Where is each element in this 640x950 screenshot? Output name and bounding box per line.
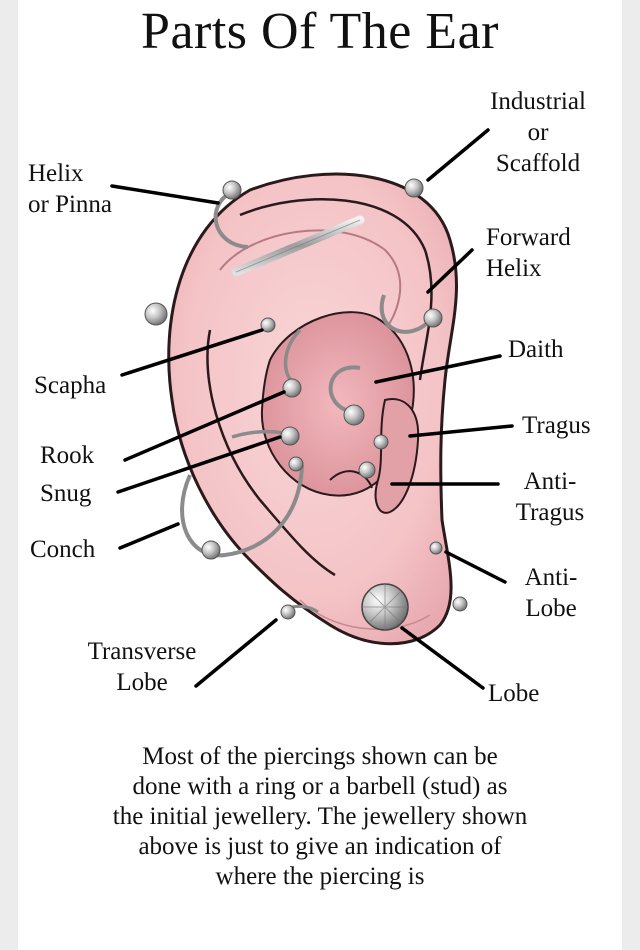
label-tragus: Tragus: [522, 412, 591, 439]
label-lobe: Lobe: [488, 680, 540, 707]
antitragus-curl: [329, 470, 373, 489]
label-anti-lobe: Anti- Lobe: [524, 564, 578, 622]
label-scapha: Scapha: [34, 372, 107, 399]
daith-ring: [328, 365, 361, 414]
helix-rim: [239, 198, 433, 381]
piercing-balls: [144, 178, 468, 620]
forward-helix-ring: [379, 294, 434, 334]
conch-ring: [180, 464, 304, 558]
label-forward-helix: Forward Helix: [486, 224, 571, 282]
page-title: Parts Of The Ear: [141, 3, 499, 60]
label-snug: Snug: [40, 480, 92, 507]
label-industrial: Industrial or Scaffold: [490, 88, 586, 177]
scapha-fold: [219, 229, 402, 331]
leader-lines: [110, 128, 514, 690]
antihelix: [206, 329, 336, 577]
label-helix: Helix or Pinna: [28, 160, 113, 218]
label-conch: Conch: [30, 536, 96, 563]
label-rook: Rook: [40, 442, 95, 469]
helix-ring: [213, 190, 249, 249]
label-anti-tragus: Anti- Tragus: [515, 468, 585, 526]
label-transverse-lobe: Transverse Lobe: [87, 638, 197, 696]
label-daith: Daith: [508, 336, 564, 363]
footnote: Most of the piercings shown can be done …: [112, 743, 528, 890]
